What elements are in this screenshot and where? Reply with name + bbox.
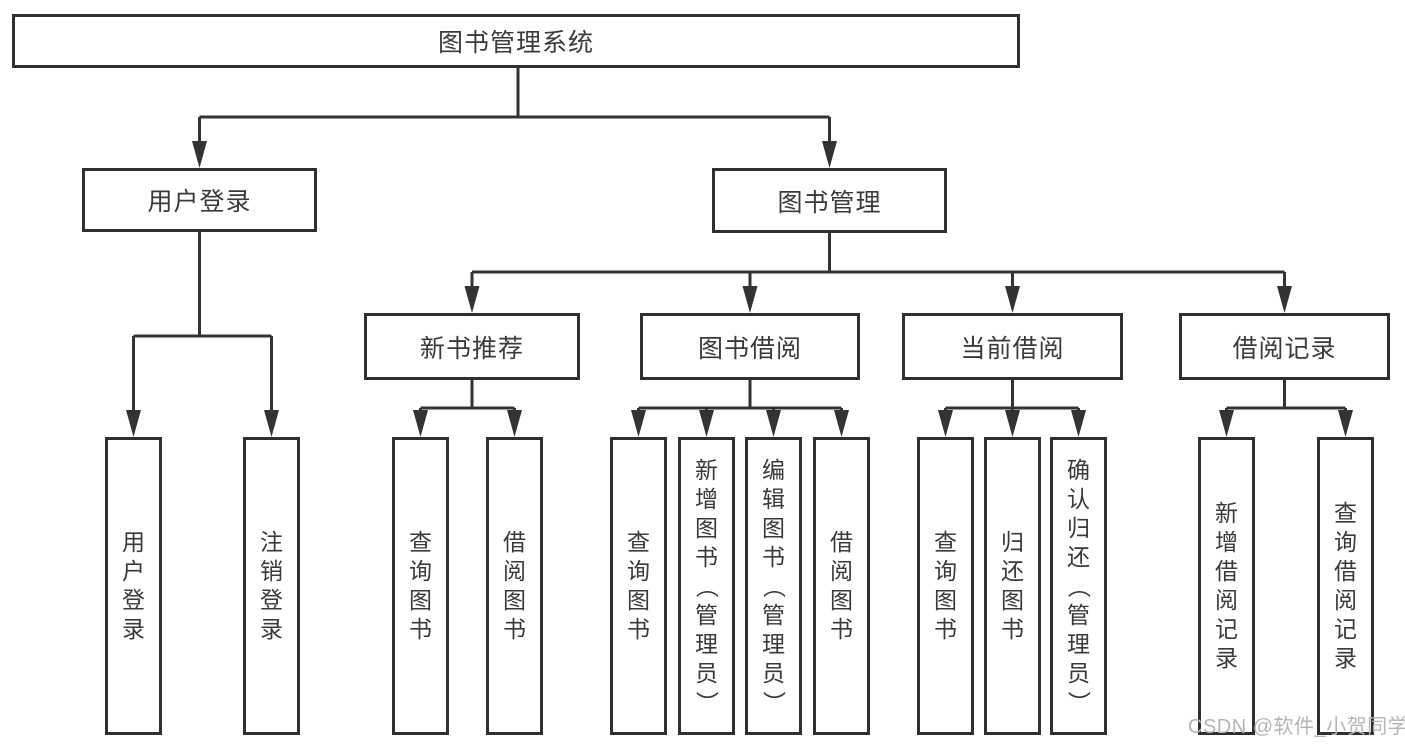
leaf-confirm-return-admin-label: 确认归还（管理员） xyxy=(1066,456,1092,714)
node-book-management-label: 图书管理 xyxy=(777,188,882,217)
node-book-borrow-label: 图书借阅 xyxy=(697,334,802,363)
leaf-query-borrow-record-label: 查询借阅记录 xyxy=(1334,500,1357,671)
leaf-edit-book-admin: 编辑图书（管理员） xyxy=(745,437,802,735)
leaf-query-books-borrow: 查询图书 xyxy=(610,437,667,735)
node-borrow-records-label: 借阅记录 xyxy=(1232,334,1337,363)
leaf-add-borrow-record-label: 新增借阅记录 xyxy=(1215,500,1238,671)
node-book-borrow: 图书借阅 xyxy=(640,313,860,380)
leaf-logout-login: 注销登录 xyxy=(243,437,300,735)
node-book-management: 图书管理 xyxy=(712,168,947,233)
leaf-logout-login-label: 注销登录 xyxy=(260,529,283,642)
leaf-add-borrow-record: 新增借阅记录 xyxy=(1198,437,1255,735)
leaf-borrow-books-label: 借阅图书 xyxy=(830,529,853,642)
leaf-add-book-admin-label: 新增图书（管理员） xyxy=(694,456,720,714)
leaf-borrow-books-recommend-label: 借阅图书 xyxy=(503,529,526,642)
leaf-borrow-books: 借阅图书 xyxy=(813,437,870,735)
csdn-watermark: CSDN @软件_小贺同学 xyxy=(1188,716,1405,738)
leaf-confirm-return-admin: 确认归还（管理员） xyxy=(1050,437,1107,735)
node-root-system: 图书管理系统 xyxy=(12,14,1020,68)
leaf-user-login: 用户登录 xyxy=(105,437,162,735)
node-user-login: 用户登录 xyxy=(82,168,317,232)
node-current-borrow: 当前借阅 xyxy=(902,313,1123,380)
node-current-borrow-label: 当前借阅 xyxy=(960,334,1065,363)
node-borrow-records: 借阅记录 xyxy=(1179,313,1390,380)
leaf-edit-book-admin-label: 编辑图书（管理员） xyxy=(761,456,787,714)
leaf-query-books-current: 查询图书 xyxy=(917,437,974,735)
leaf-user-login-label: 用户登录 xyxy=(122,529,145,642)
leaf-query-books-recommend: 查询图书 xyxy=(392,437,449,735)
leaf-query-books-recommend-label: 查询图书 xyxy=(409,529,432,642)
leaf-query-books-borrow-label: 查询图书 xyxy=(627,529,650,642)
node-user-login-label: 用户登录 xyxy=(147,188,252,216)
node-new-book-recommend-label: 新书推荐 xyxy=(419,334,524,363)
leaf-return-book: 归还图书 xyxy=(984,437,1041,735)
leaf-query-books-current-label: 查询图书 xyxy=(934,529,957,642)
leaf-query-borrow-record: 查询借阅记录 xyxy=(1317,437,1374,735)
node-root-label: 图书管理系统 xyxy=(437,29,594,57)
leaf-borrow-books-recommend: 借阅图书 xyxy=(486,437,543,735)
node-new-book-recommend: 新书推荐 xyxy=(364,313,580,380)
leaf-add-book-admin: 新增图书（管理员） xyxy=(678,437,735,735)
leaf-return-book-label: 归还图书 xyxy=(1001,529,1024,642)
